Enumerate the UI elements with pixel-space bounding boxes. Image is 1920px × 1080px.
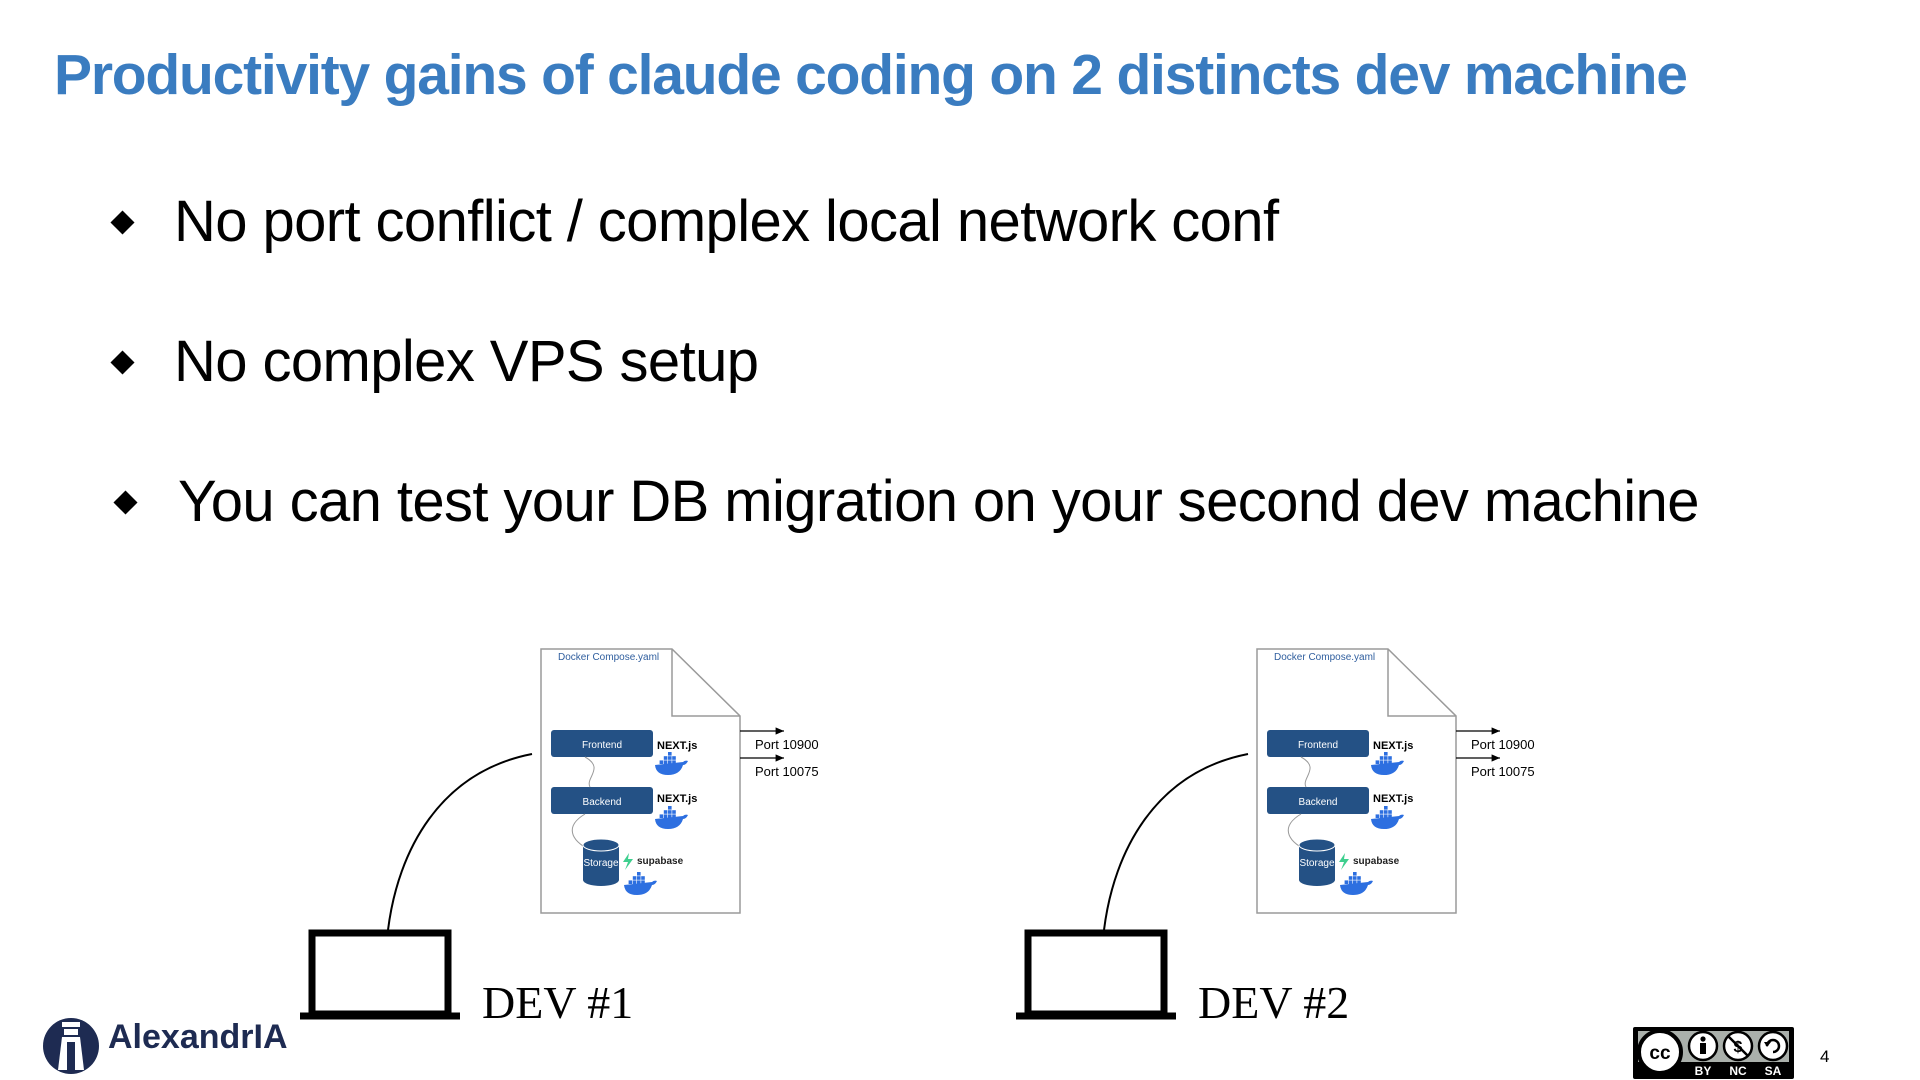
slide-title: Productivity gains of claude coding on 2…	[54, 43, 1688, 107]
service-label: Frontend	[1298, 740, 1338, 751]
dev-machine-1: Docker Compose.yaml Frontend NEXT.js Bac…	[300, 648, 819, 1028]
alexandria-logo-text: AlexandrIA	[108, 1018, 288, 1056]
nextjs-logo: NEXT.js	[1373, 793, 1413, 805]
service-label: Storage	[583, 858, 618, 869]
svg-text:NC: NC	[1729, 1064, 1747, 1078]
port-arrows: Port 10900 Port 10075	[1456, 727, 1535, 779]
nextjs-logo: NEXT.js	[657, 740, 697, 752]
bullet-text: No complex VPS setup	[174, 329, 759, 394]
service-label: Storage	[1299, 858, 1334, 869]
service-label: Backend	[1299, 797, 1338, 808]
port-label: Port 10900	[1471, 737, 1535, 752]
laptop-icon	[1016, 929, 1176, 1020]
page-number: 4	[1820, 1047, 1830, 1066]
bullet-text: No port conflict / complex local network…	[174, 189, 1279, 254]
nextjs-logo: NEXT.js	[657, 793, 697, 805]
supabase-logo: supabase	[1353, 856, 1400, 867]
nextjs-logo: NEXT.js	[1373, 740, 1413, 752]
frontend-service: Frontend NEXT.js	[551, 730, 697, 775]
compose-file-name: Docker Compose.yaml	[558, 652, 659, 663]
supabase-bolt-icon	[623, 853, 633, 870]
machine-label: DEV #1	[482, 977, 633, 1028]
alexandria-logo-icon	[43, 1018, 99, 1074]
supabase-bolt-icon	[1339, 853, 1349, 870]
laptop-icon	[300, 929, 460, 1020]
supabase-logo: supabase	[637, 856, 684, 867]
service-label: Backend	[583, 797, 622, 808]
backend-service: Backend NEXT.js	[1267, 787, 1413, 829]
bullet-text: You can test your DB migration on your s…	[178, 469, 1699, 534]
dev-machine-2: Docker Compose.yaml Frontend NEXT.js Bac…	[1016, 648, 1535, 1028]
connection-line	[1103, 753, 1249, 931]
port-label: Port 10075	[755, 764, 819, 779]
port-label: Port 10075	[1471, 764, 1535, 779]
storage-service: Storage supabase	[582, 838, 684, 895]
machine-label: DEV #2	[1198, 977, 1349, 1028]
compose-file-name: Docker Compose.yaml	[1274, 652, 1375, 663]
frontend-service: Frontend NEXT.js	[1267, 730, 1413, 775]
svg-text:cc: cc	[1649, 1043, 1671, 1064]
svg-text:BY: BY	[1695, 1064, 1712, 1078]
service-label: Frontend	[582, 740, 622, 751]
storage-service: Storage supabase	[1298, 838, 1400, 895]
backend-service: Backend NEXT.js	[551, 787, 697, 829]
connection-line	[387, 753, 533, 931]
port-arrows: Port 10900 Port 10075	[740, 727, 819, 779]
cc-by-nc-sa-icon: cc $ BY NC SA	[1633, 1027, 1794, 1079]
svg-text:SA: SA	[1765, 1064, 1782, 1078]
port-label: Port 10900	[755, 737, 819, 752]
